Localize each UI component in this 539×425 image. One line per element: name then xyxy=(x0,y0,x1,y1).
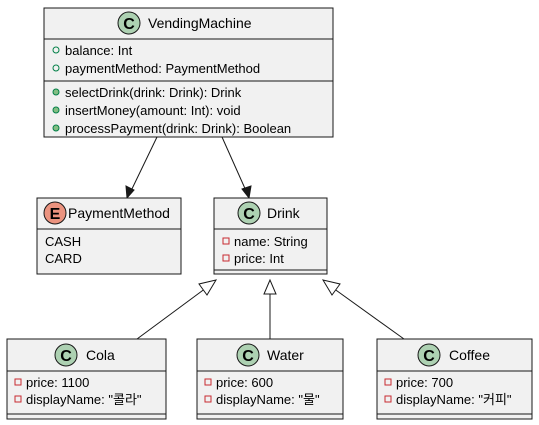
edge-vendingmachine-drink xyxy=(221,136,248,194)
public-icon xyxy=(52,46,60,54)
relation-edges xyxy=(125,136,405,340)
private-icon xyxy=(14,395,22,403)
class-water: C Water price: 600 displayName: "물" xyxy=(196,338,344,420)
class-badge-icon xyxy=(54,343,78,367)
class-title: Coffee xyxy=(449,347,490,363)
enum-value: CARD xyxy=(45,251,82,266)
class-box xyxy=(43,7,334,138)
field: displayName: "커피" xyxy=(396,392,512,407)
private-icon xyxy=(384,395,392,403)
field: paymentMethod: PaymentMethod xyxy=(65,61,260,76)
inherit-triangle-coffee xyxy=(321,279,341,296)
edge-coffee-drink xyxy=(332,287,405,340)
arrowhead-drink xyxy=(241,185,252,200)
enum-title: PaymentMethod xyxy=(68,205,170,221)
field: price: Int xyxy=(234,251,284,266)
arrowhead-paymentmethod xyxy=(125,185,135,200)
class-badge-icon xyxy=(236,343,260,367)
class-title: Drink xyxy=(267,205,301,221)
badge-letter: C xyxy=(242,348,254,365)
badge-letter: E xyxy=(50,206,61,223)
field: name: String xyxy=(234,234,308,249)
private-icon xyxy=(222,254,230,262)
class-box xyxy=(376,338,533,420)
edge-vendingmachine-paymentmethod xyxy=(129,136,158,194)
class-box xyxy=(6,338,167,420)
field: displayName: "물" xyxy=(216,392,320,407)
private-icon xyxy=(14,378,22,386)
private-icon xyxy=(204,395,212,403)
class-drink: C Drink name: String price: Int xyxy=(213,197,328,275)
public-method-icon xyxy=(52,124,60,132)
class-cola: C Cola price: 1100 displayName: "콜라" xyxy=(6,338,167,420)
field: price: 700 xyxy=(396,375,453,390)
class-title: Cola xyxy=(86,347,115,363)
field: displayName: "콜라" xyxy=(26,392,142,407)
field: balance: Int xyxy=(65,43,133,58)
field: price: 1100 xyxy=(26,375,89,390)
public-method-icon xyxy=(52,88,60,96)
field: price: 600 xyxy=(216,375,273,390)
class-badge-icon xyxy=(417,343,441,367)
class-badge-icon xyxy=(117,11,141,35)
class-vendingmachine: C VendingMachine balance: Int paymentMet… xyxy=(43,7,334,138)
public-method-icon xyxy=(52,106,60,114)
private-icon xyxy=(222,237,230,245)
badge-letter: C xyxy=(243,206,255,223)
enum-paymentmethod: E PaymentMethod CASH CARD xyxy=(36,197,182,275)
class-title: Water xyxy=(267,347,304,363)
class-coffee: C Coffee price: 700 displayName: "커피" xyxy=(376,338,533,420)
edge-cola-drink xyxy=(136,287,207,340)
badge-letter: C xyxy=(60,348,72,365)
public-icon xyxy=(52,64,60,72)
private-icon xyxy=(384,378,392,386)
method: selectDrink(drink: Drink): Drink xyxy=(65,85,242,100)
method: processPayment(drink: Drink): Boolean xyxy=(65,121,291,136)
badge-letter: C xyxy=(123,16,135,33)
class-badge-icon xyxy=(237,201,261,225)
private-icon xyxy=(204,378,212,386)
inherit-triangle-cola xyxy=(198,279,218,296)
enum-value: CASH xyxy=(45,234,81,249)
method: insertMoney(amount: Int): void xyxy=(65,103,241,118)
class-box xyxy=(196,338,344,420)
inherit-triangle-water xyxy=(263,278,277,295)
class-title: VendingMachine xyxy=(148,15,252,31)
enum-badge-icon xyxy=(43,201,67,225)
class-box xyxy=(213,197,328,275)
badge-letter: C xyxy=(423,348,435,365)
